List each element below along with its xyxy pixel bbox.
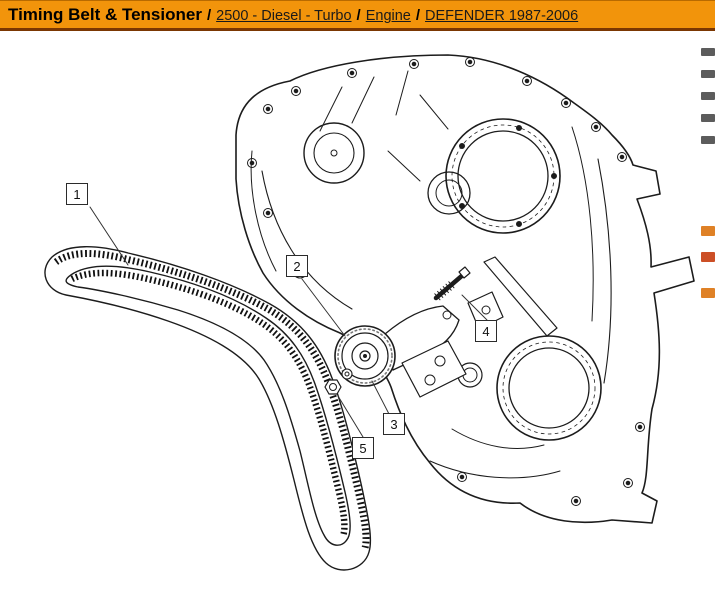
breadcrumb-link-engine[interactable]: Engine (365, 8, 411, 24)
page-title: Timing Belt & Tensioner (8, 5, 202, 24)
breadcrumb-separator: / (415, 7, 421, 24)
clipped-text-fragment (701, 48, 715, 56)
front-cover-drawing (235, 54, 695, 524)
clipped-text-fragment (701, 92, 715, 100)
clipped-text-fragment (701, 70, 715, 78)
clipped-text-fragment (701, 226, 715, 236)
breadcrumb-link-variant[interactable]: 2500 - Diesel - Turbo (216, 8, 352, 24)
timing-belt-diagram-illustration (44, 54, 695, 571)
clipped-text-fragment (701, 114, 715, 122)
callout-leader-lines (89, 206, 488, 438)
callout-2: 2 (286, 255, 308, 277)
title-bar: Timing Belt & Tensioner / 2500 - Diesel … (0, 0, 715, 31)
clipped-text-fragment (701, 288, 715, 298)
tensioner-bracket-drawing (384, 305, 467, 398)
tensioner-bolt-drawing (433, 266, 471, 301)
nut-washer-drawing (324, 368, 353, 395)
clipped-text-fragment (701, 252, 715, 262)
breadcrumb-link-vehicle[interactable]: DEFENDER 1987-2006 (425, 8, 579, 24)
timing-belt-drawing (44, 246, 372, 571)
callout-4: 4 (475, 320, 497, 342)
callout-5: 5 (352, 437, 374, 459)
breadcrumb-separator: / (356, 7, 361, 24)
diagram-area: 1 2 3 4 5 (0, 31, 715, 594)
callout-3: 3 (383, 413, 405, 435)
clipped-text-fragment (701, 136, 715, 144)
callout-1: 1 (66, 183, 88, 205)
breadcrumb-separator: / (206, 7, 212, 24)
